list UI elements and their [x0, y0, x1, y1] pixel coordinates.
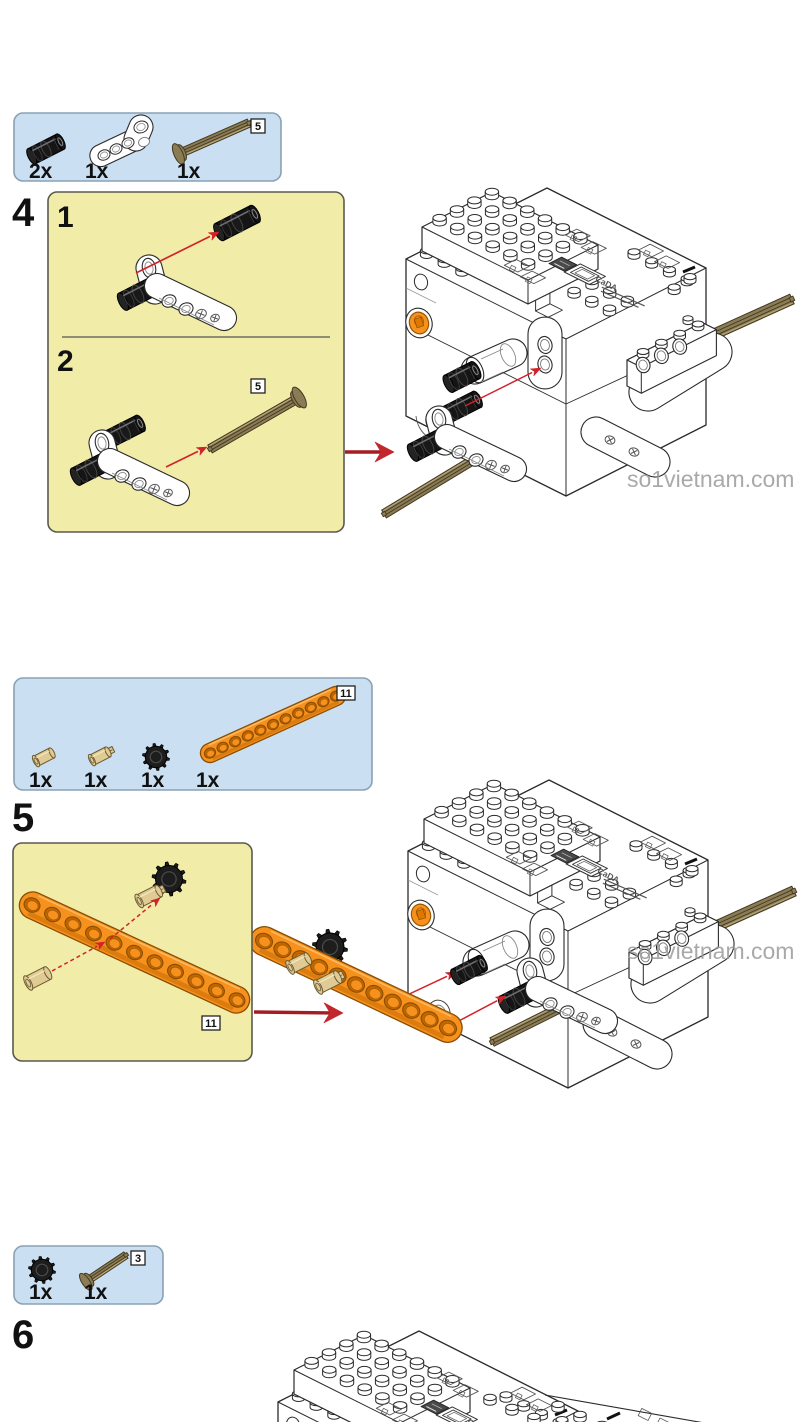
svg-text:1x: 1x — [196, 769, 220, 792]
svg-text:1x: 1x — [84, 769, 108, 792]
svg-text:11: 11 — [205, 1018, 217, 1030]
svg-text:6: 6 — [12, 1313, 34, 1357]
svg-text:5: 5 — [12, 796, 34, 840]
svg-text:1: 1 — [57, 201, 74, 234]
svg-text:1x: 1x — [29, 1281, 53, 1304]
svg-text:5: 5 — [255, 121, 261, 133]
svg-text:1x: 1x — [29, 769, 53, 792]
svg-text:2x: 2x — [29, 160, 53, 183]
svg-text:so1vietnam.com: so1vietnam.com — [627, 466, 794, 492]
svg-text:1x: 1x — [177, 160, 201, 183]
svg-text:11: 11 — [340, 688, 352, 700]
svg-text:so1vietnam.com: so1vietnam.com — [627, 938, 794, 964]
svg-text:1x: 1x — [85, 160, 109, 183]
svg-text:5: 5 — [255, 381, 261, 393]
svg-text:4: 4 — [12, 191, 35, 235]
svg-text:1x: 1x — [84, 1281, 108, 1304]
svg-text:1x: 1x — [141, 769, 165, 792]
svg-text:2: 2 — [57, 345, 74, 378]
svg-text:3: 3 — [135, 1253, 141, 1265]
